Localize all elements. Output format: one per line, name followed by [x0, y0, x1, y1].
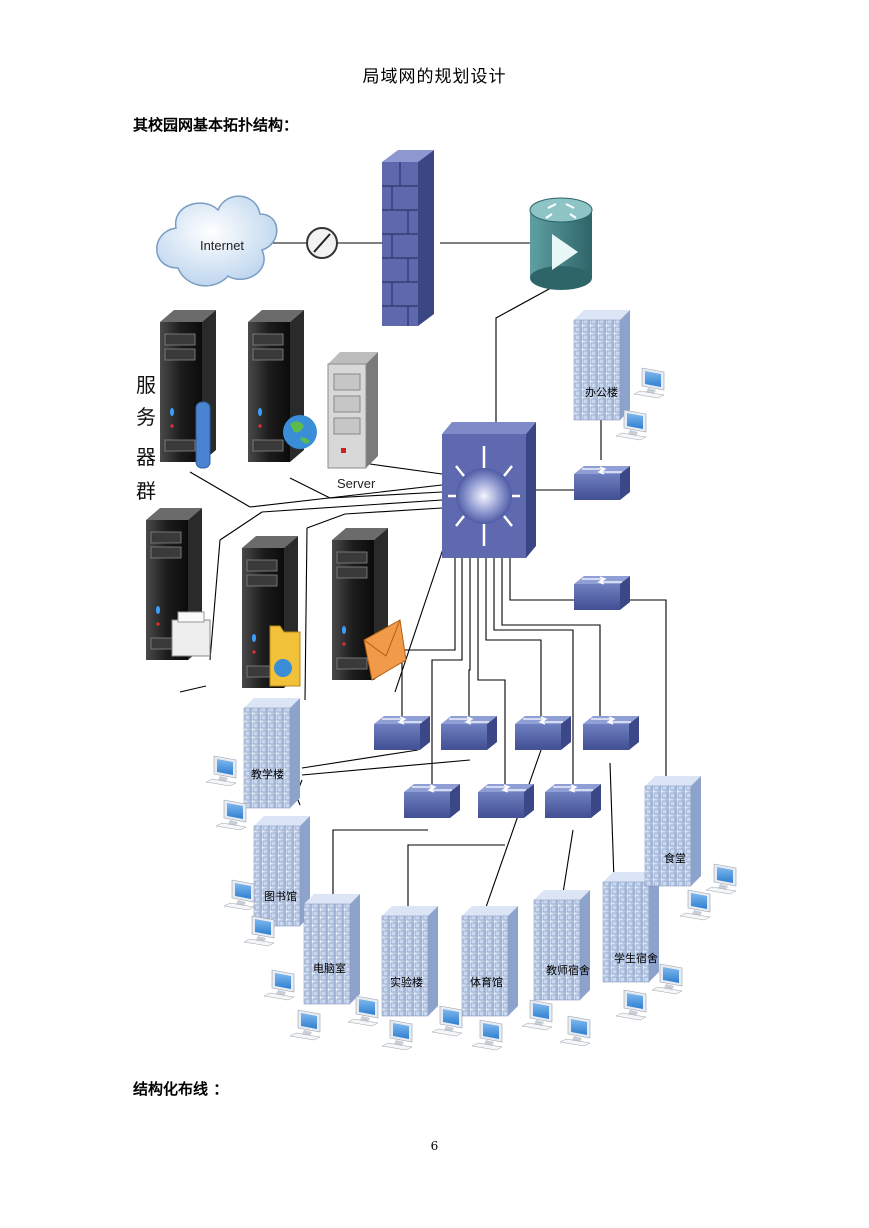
- building-canteen-label: 食堂: [664, 851, 686, 865]
- switch-icon: [544, 783, 602, 819]
- pc-icon: [243, 915, 275, 947]
- server-group: Server: [145, 309, 407, 689]
- cabling-heading: 结构化布线 ：: [133, 1080, 229, 1098]
- pc-icon: [679, 889, 711, 921]
- switch-icon: [477, 783, 535, 819]
- firewall-icon: [382, 150, 434, 326]
- pc-icon: [521, 999, 553, 1031]
- pc-icon: [615, 989, 647, 1021]
- switch-canteen-icon: [573, 575, 631, 611]
- building-student-dorm-label: 学生宿舍: [614, 951, 658, 965]
- modem-icon: [306, 227, 338, 259]
- router-icon: [529, 197, 593, 290]
- pc-icon: [205, 755, 237, 787]
- building-teaching: 教学楼: [243, 697, 301, 809]
- building-library-label: 图书馆: [264, 889, 297, 903]
- building-office: 办公楼: [573, 309, 631, 421]
- building-gym-label: 体育馆: [470, 975, 503, 989]
- building-teacher-dorm: 教师宿舍: [533, 889, 591, 1001]
- server-tower-icon: [327, 352, 378, 469]
- pc-icon: [705, 863, 737, 895]
- pc-icon: [559, 1015, 591, 1047]
- pc-icon: [223, 879, 255, 911]
- switch-icon: [440, 715, 498, 751]
- building-gym: 体育馆: [461, 905, 519, 1017]
- internet-cloud-icon: Internet: [156, 195, 278, 287]
- pc-icon: [215, 799, 247, 831]
- switch-icon: [373, 715, 431, 751]
- pc-icon: [381, 1019, 413, 1051]
- switch-icon: [403, 783, 461, 819]
- internet-label: Internet: [200, 238, 244, 253]
- building-canteen: 食堂: [644, 775, 702, 887]
- document-header-title: 局域网的规划设计: [362, 67, 507, 87]
- pc-icon: [431, 1005, 463, 1037]
- server-label: Server: [337, 476, 376, 491]
- building-computer-room: 电脑室: [303, 893, 361, 1005]
- switch-icon: [514, 715, 572, 751]
- building-computer-room-label: 电脑室: [313, 961, 346, 975]
- server-group-label: 服 务 器 群: [136, 373, 156, 503]
- pc-icon: [263, 969, 295, 1001]
- building-office-label: 办公楼: [585, 385, 618, 399]
- buildings: 办公楼 教学楼 图书馆 电脑室 实验楼 体育馆: [243, 309, 702, 1017]
- pc-icon: [633, 367, 665, 399]
- core-switch-icon: [442, 422, 536, 558]
- network-links: [179, 242, 667, 911]
- switch-office-icon: [573, 465, 631, 501]
- building-teacher-dorm-label: 教师宿舍: [546, 963, 590, 977]
- pc-icon: [471, 1019, 503, 1051]
- svg-text:器: 器: [136, 445, 156, 469]
- building-library: 图书馆: [253, 815, 311, 927]
- switch-icon: [582, 715, 640, 751]
- building-teaching-label: 教学楼: [251, 767, 284, 781]
- page-number: 6: [430, 1139, 439, 1153]
- svg-text:服: 服: [136, 373, 156, 397]
- building-student-dorm: 学生宿舍: [602, 871, 660, 983]
- svg-text:务: 务: [136, 405, 156, 429]
- topology-heading: 其校园网基本拓扑结构：: [133, 116, 299, 134]
- pc-icon: [289, 1009, 321, 1041]
- building-lab: 实验楼: [381, 905, 439, 1017]
- building-lab-label: 实验楼: [390, 975, 423, 989]
- svg-text:群: 群: [136, 479, 156, 503]
